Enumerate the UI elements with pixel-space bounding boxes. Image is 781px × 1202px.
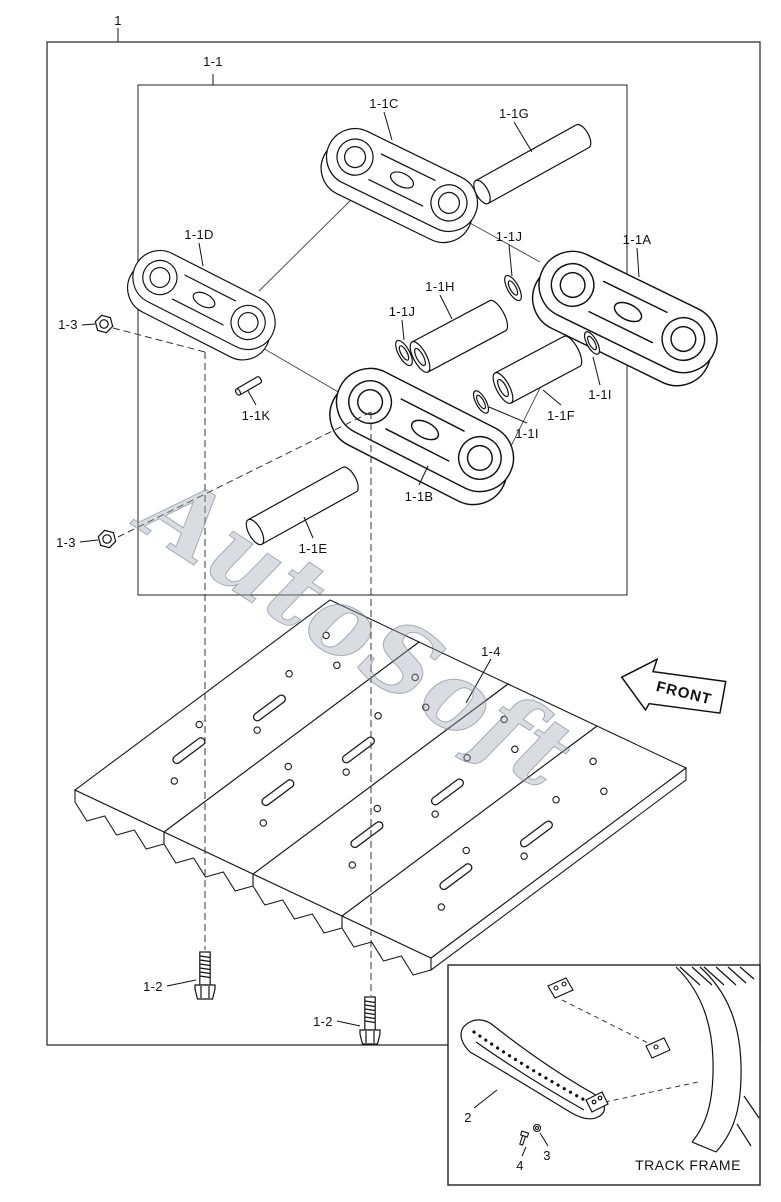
callout-1-4: 1-4 [481,644,501,659]
front-arrow: FRONT [620,657,727,714]
callout-1-1I-b: 1-1I [515,426,539,441]
seal-1-1I-mid [472,390,490,414]
callout-1-1F: 1-1F [547,408,575,423]
outer-box [46,41,761,1046]
track-shoe-2 [162,641,510,892]
assembly-axis-lines [112,327,372,996]
seal-1-1J-left [395,339,413,367]
callout-4: 4 [516,1158,524,1173]
inset-dashed-lines [561,999,699,1105]
callout-1-1H: 1-1H [425,279,455,294]
track-shoe-3 [251,683,599,934]
track-shoe-1 [73,599,421,850]
callout-1-1B: 1-1B [404,489,434,504]
pin-1-1K [234,376,263,396]
pin-1-1G [473,123,592,205]
callout-2: 2 [464,1110,472,1125]
track-shoe-group [73,599,688,976]
nut-1-3-top [92,313,116,335]
frame-mount-plates [547,977,671,1059]
bushing-1-1F [492,335,583,404]
bolt-1-2-right [359,996,381,1045]
callout-1-1G: 1-1G [498,106,530,121]
callout-1-1K: 1-1K [241,408,271,423]
callout-1-3-b: 1-3 [56,535,76,550]
pin-1-1E [245,466,359,546]
track-frame-outline [675,966,760,1153]
track-link-1-1C [310,118,488,253]
callout-1-1A: 1-1A [622,232,652,247]
bolt-4 [519,1130,530,1146]
leader-lines [79,28,640,1027]
seal-1-1I-right [583,331,601,355]
callout-1-1C: 1-1C [369,96,399,111]
track-guard-part-2 [460,1019,609,1120]
callout-3: 3 [543,1148,551,1163]
washer-3 [532,1123,542,1133]
bolt-1-2-left [194,951,216,1000]
callout-1-1D: 1-1D [184,227,214,242]
callout-1-2-a: 1-2 [143,979,163,994]
callout-1-1E: 1-1E [298,541,328,556]
callout-1-1J-a: 1-1J [495,229,523,244]
callout-1: 1 [114,13,122,28]
callout-1-2-b: 1-2 [313,1014,333,1029]
track-link-1-1D [117,240,286,370]
nut-1-3-bottom [95,528,119,550]
seal-1-1J-right [504,274,522,302]
inset-track-frame [447,964,761,1186]
bushing-1-1H [409,299,509,373]
callout-1-3-a: 1-3 [58,317,78,332]
inset-caption: TRACK FRAME [635,1157,741,1173]
callout-1-1: 1-1 [203,54,223,69]
callout-1-1J-b: 1-1J [388,304,416,319]
inset-leader-lines [473,1089,549,1157]
callout-1-1I-a: 1-1I [588,387,612,402]
